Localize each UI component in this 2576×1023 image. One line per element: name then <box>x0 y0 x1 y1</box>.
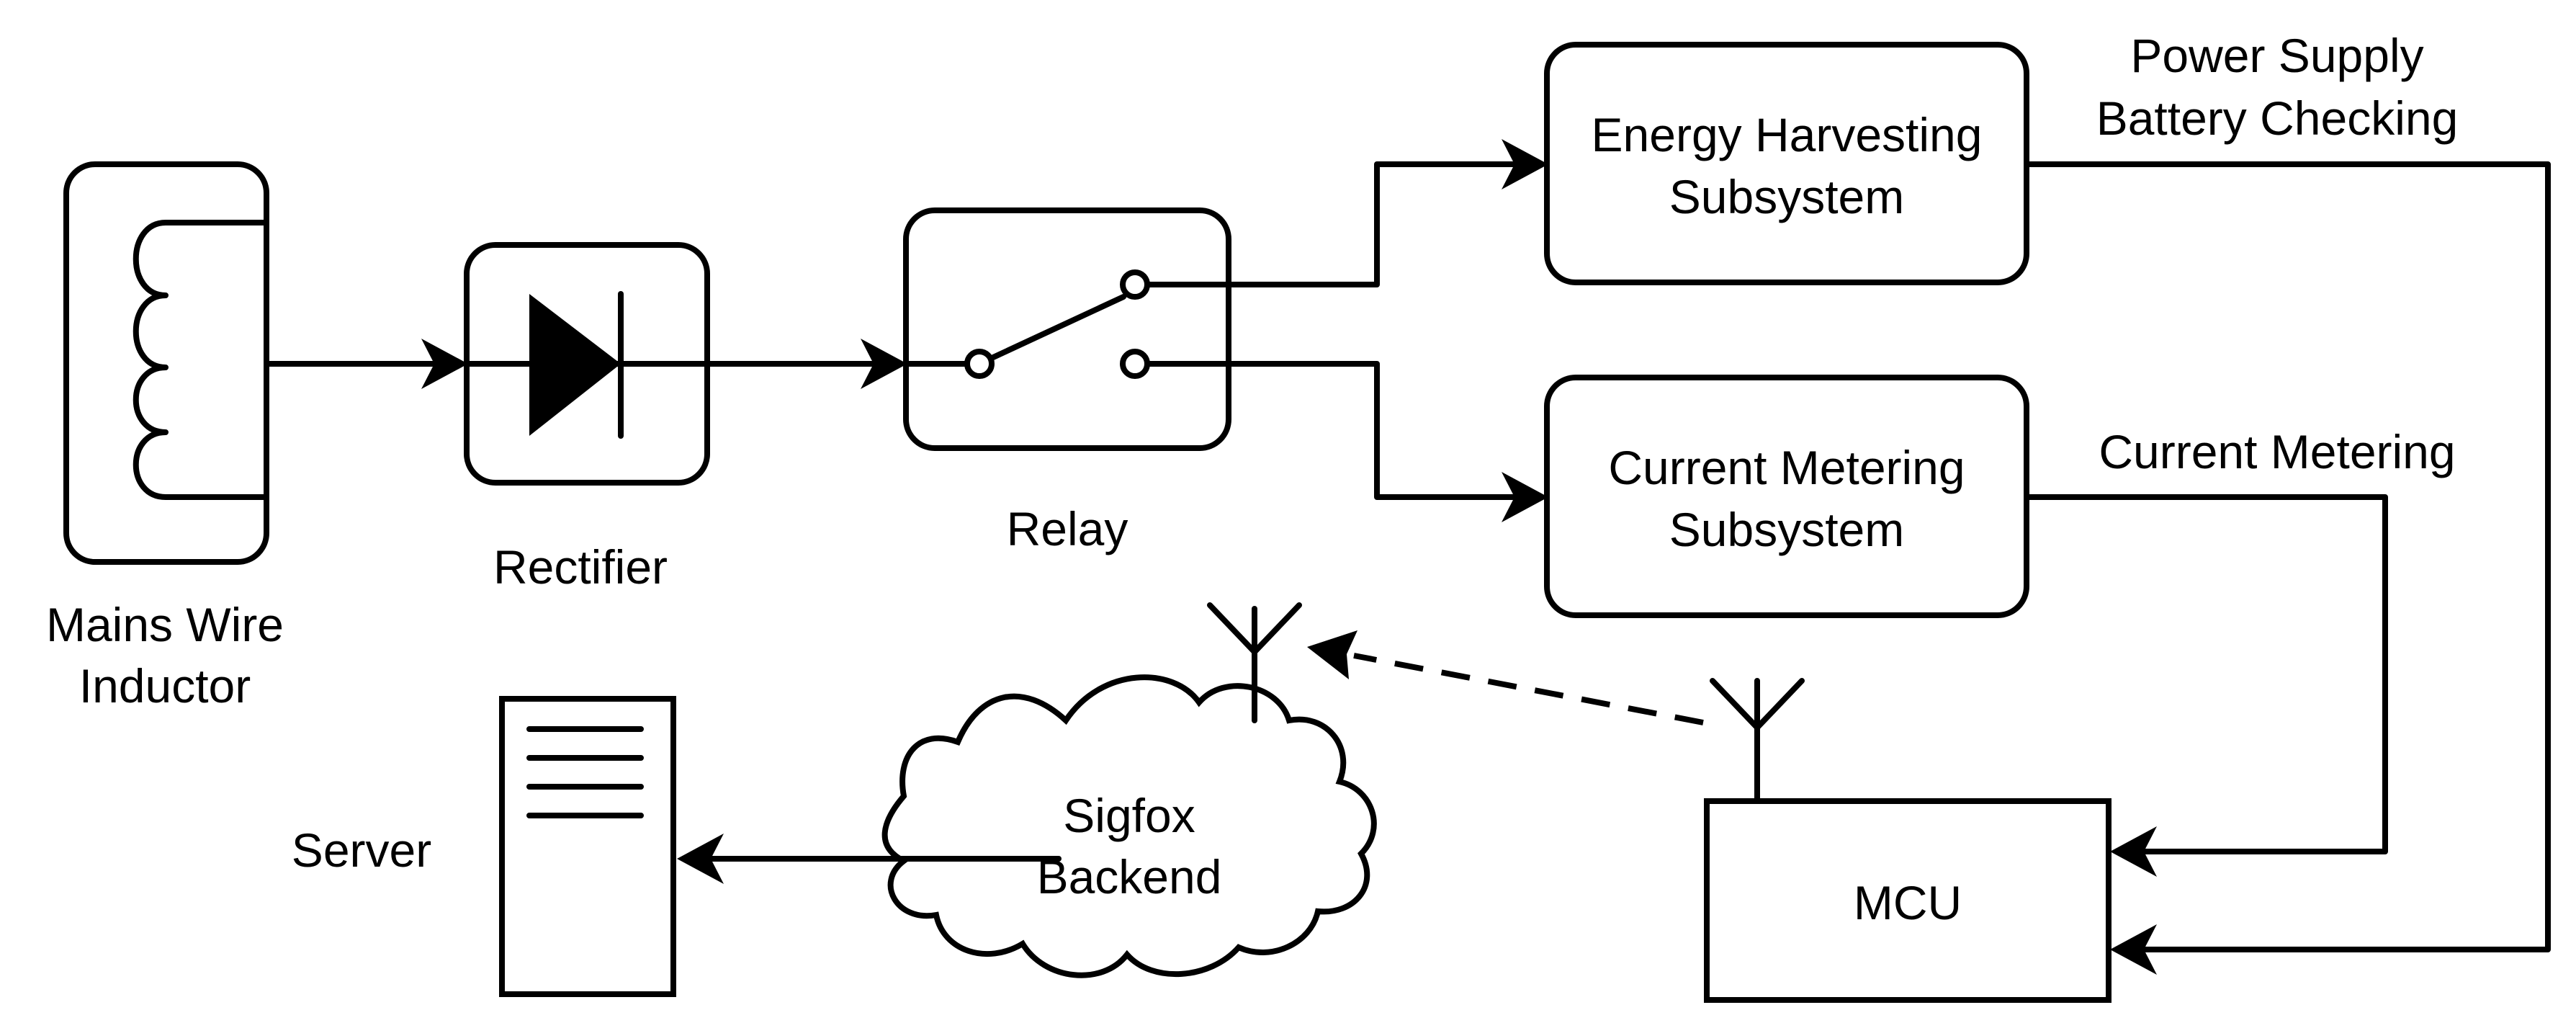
energy-label-2: Subsystem <box>1669 170 1904 223</box>
current-metering-block <box>1544 375 2029 618</box>
sigfox-cloud <box>881 674 1377 978</box>
energy-harvesting-block <box>1544 42 2029 285</box>
mains-wire-inductor <box>63 161 269 565</box>
mcu-label: MCU <box>1854 876 1962 929</box>
current-to-mcu-line <box>2024 494 2388 854</box>
arrowhead <box>861 339 907 389</box>
relay-to-energy-line <box>1226 161 1530 287</box>
power-supply-label-2: Battery Checking <box>2096 91 2459 145</box>
sigfox-antenna-icon <box>1207 602 1302 723</box>
wireless-link-line <box>1353 653 1704 725</box>
current-label-2: Subsystem <box>1669 503 1904 556</box>
power-supply-label-1: Power Supply <box>2130 29 2423 82</box>
arrowhead <box>421 339 468 389</box>
arrowhead <box>2110 826 2157 877</box>
mcu-antenna-icon <box>1710 678 1805 804</box>
inductor-label-1: Mains Wire <box>46 598 284 651</box>
arrowhead <box>677 834 724 884</box>
relay-contact-icon <box>964 349 995 379</box>
diode-icon <box>529 294 621 436</box>
server-label: Server <box>292 823 431 877</box>
sigfox-label-2: Backend <box>1037 850 1222 903</box>
server-icon <box>499 696 676 997</box>
current-metering-edge-label: Current Metering <box>2099 425 2455 478</box>
rectifier-block <box>464 242 710 486</box>
arrowhead <box>1307 630 1357 679</box>
mcu-block <box>1704 798 2111 1003</box>
relay-contact-icon <box>1120 349 1150 379</box>
sigfox-label-1: Sigfox <box>1063 789 1195 842</box>
energy-to-mcu-line <box>2024 161 2551 952</box>
relay-label: Relay <box>1007 502 1128 555</box>
arrowhead <box>1502 472 1548 522</box>
rectifier-label: Rectifier <box>493 540 668 594</box>
arrowhead <box>1502 139 1548 189</box>
current-label-1: Current Metering <box>1608 441 1965 494</box>
relay-contact-icon <box>1120 269 1150 300</box>
energy-label-1: Energy Harvesting <box>1592 108 1983 161</box>
arrowhead <box>2110 924 2157 975</box>
relay-to-current-line <box>1226 361 1530 500</box>
relay-block <box>903 207 1231 451</box>
inductor-label-2: Inductor <box>79 659 251 712</box>
